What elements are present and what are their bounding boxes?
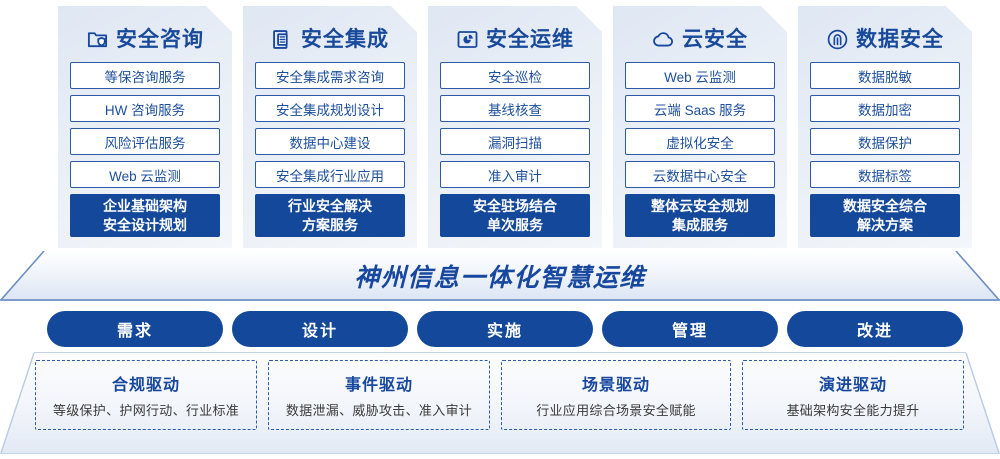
service-column-cloud-security[interactable]: 云安全 Web 云监测 云端 Saas 服务 虚拟化安全 云数据中心安全 整体云… bbox=[613, 6, 787, 248]
column-title: 云安全 bbox=[682, 27, 748, 51]
column-highlight[interactable]: 数据安全综合 解决方案 bbox=[810, 194, 960, 237]
monitor-chart-icon bbox=[456, 28, 479, 51]
service-item[interactable]: 云数据中心安全 bbox=[625, 161, 775, 188]
service-item[interactable]: 数据保护 bbox=[810, 128, 960, 155]
service-item[interactable]: Web 云监测 bbox=[70, 161, 220, 188]
highlight-line-2: 解决方案 bbox=[857, 216, 913, 233]
column-title: 安全咨询 bbox=[116, 27, 204, 51]
service-column-security-consulting[interactable]: 安全咨询 等保咨询服务 HW 咨询服务 风险评估服务 Web 云监测 企业基础架… bbox=[58, 6, 232, 248]
service-item[interactable]: Web 云监测 bbox=[625, 62, 775, 89]
column-header: 安全运维 bbox=[428, 16, 602, 62]
column-items: 等保咨询服务 HW 咨询服务 风险评估服务 Web 云监测 企业基础架构 安全设… bbox=[58, 62, 232, 237]
highlight-line-2: 单次服务 bbox=[487, 216, 543, 233]
driver-title: 合规驱动 bbox=[111, 377, 180, 394]
banner-right-edge bbox=[954, 251, 1000, 301]
highlight-line-2: 安全设计规划 bbox=[103, 216, 187, 233]
driver-subtitle: 基础架构安全能力提升 bbox=[786, 403, 920, 418]
column-items: 安全巡检 基线核查 漏洞扫描 准入审计 安全驻场结合 单次服务 bbox=[428, 62, 602, 237]
service-item[interactable]: 安全集成行业应用 bbox=[255, 161, 405, 188]
driver-subtitle: 数据泄漏、威胁攻击、准入审计 bbox=[285, 403, 473, 418]
column-header: 云安全 bbox=[613, 16, 787, 62]
highlight-line-1: 整体云安全规划 bbox=[651, 197, 749, 214]
driver-compliance[interactable]: 合规驱动 等级保护、护网行动、行业标准 bbox=[35, 360, 257, 430]
column-title: 安全运维 bbox=[486, 27, 574, 51]
service-item[interactable]: 数据标签 bbox=[810, 161, 960, 188]
driver-title: 演进驱动 bbox=[818, 377, 887, 394]
service-column-security-integration[interactable]: 安全集成 安全集成需求咨询 安全集成规划设计 数据中心建设 安全集成行业应用 行… bbox=[243, 6, 417, 248]
highlight-line-2: 方案服务 bbox=[302, 216, 358, 233]
driver-panel: 合规驱动 等级保护、护网行动、行业标准 事件驱动 数据泄漏、威胁攻击、准入审计 … bbox=[0, 352, 1000, 454]
service-item[interactable]: 风险评估服务 bbox=[70, 128, 220, 155]
column-header: 安全咨询 bbox=[58, 16, 232, 62]
service-columns: 安全咨询 等保咨询服务 HW 咨询服务 风险评估服务 Web 云监测 企业基础架… bbox=[0, 0, 1000, 252]
phase-pill-design[interactable]: 设计 bbox=[232, 311, 408, 347]
folder-shield-icon bbox=[86, 28, 109, 51]
service-item[interactable]: 虚拟化安全 bbox=[625, 128, 775, 155]
highlight-line-1: 数据安全综合 bbox=[843, 197, 927, 214]
service-item[interactable]: 数据中心建设 bbox=[255, 128, 405, 155]
phase-pill-implementation[interactable]: 实施 bbox=[417, 311, 593, 347]
column-title: 安全集成 bbox=[301, 27, 389, 51]
driver-list: 合规驱动 等级保护、护网行动、行业标准 事件驱动 数据泄漏、威胁攻击、准入审计 … bbox=[0, 352, 1000, 454]
service-item[interactable]: 等保咨询服务 bbox=[70, 62, 220, 89]
service-item[interactable]: 基线核查 bbox=[440, 95, 590, 122]
copy-documents-icon bbox=[271, 28, 294, 51]
service-item[interactable]: 准入审计 bbox=[440, 161, 590, 188]
service-item[interactable]: 云端 Saas 服务 bbox=[625, 95, 775, 122]
column-header: 安全集成 bbox=[243, 16, 417, 62]
banner-title: 神州信息一体化智慧运维 bbox=[354, 264, 646, 292]
driver-title: 场景驱动 bbox=[581, 377, 650, 394]
highlight-line-1: 行业安全解决 bbox=[288, 197, 372, 214]
driver-title: 事件驱动 bbox=[344, 377, 413, 394]
highlight-line-2: 集成服务 bbox=[672, 216, 728, 233]
banner-left-edge bbox=[0, 251, 46, 301]
platform-banner: 神州信息一体化智慧运维 bbox=[0, 251, 1000, 301]
fingerprint-icon bbox=[826, 28, 849, 51]
highlight-line-1: 企业基础架构 bbox=[103, 197, 187, 214]
driver-panel-edges bbox=[0, 352, 1000, 454]
service-item[interactable]: 漏洞扫描 bbox=[440, 128, 590, 155]
service-item[interactable]: 数据脱敏 bbox=[810, 62, 960, 89]
service-item[interactable]: 数据加密 bbox=[810, 95, 960, 122]
column-header: 数据安全 bbox=[798, 16, 972, 62]
cloud-icon bbox=[652, 28, 675, 51]
driver-scenario[interactable]: 场景驱动 行业应用综合场景安全赋能 bbox=[501, 360, 731, 430]
banner-trapezoid bbox=[0, 251, 1000, 301]
driver-subtitle: 等级保护、护网行动、行业标准 bbox=[52, 403, 240, 418]
column-highlight[interactable]: 行业安全解决 方案服务 bbox=[255, 194, 405, 237]
phase-pill-row: 需求 设计 实施 管理 改进 bbox=[0, 311, 1000, 349]
driver-evolution[interactable]: 演进驱动 基础架构安全能力提升 bbox=[742, 360, 964, 430]
driver-incident[interactable]: 事件驱动 数据泄漏、威胁攻击、准入审计 bbox=[268, 360, 490, 430]
banner-baseline bbox=[0, 299, 1000, 301]
phase-pill-requirement[interactable]: 需求 bbox=[47, 311, 223, 347]
phase-pill-improvement[interactable]: 改进 bbox=[787, 311, 963, 347]
phase-pill-management[interactable]: 管理 bbox=[602, 311, 778, 347]
service-item[interactable]: 安全集成规划设计 bbox=[255, 95, 405, 122]
service-column-security-operations[interactable]: 安全运维 安全巡检 基线核查 漏洞扫描 准入审计 安全驻场结合 单次服务 bbox=[428, 6, 602, 248]
service-column-data-security[interactable]: 数据安全 数据脱敏 数据加密 数据保护 数据标签 数据安全综合 解决方案 bbox=[798, 6, 972, 248]
column-items: 数据脱敏 数据加密 数据保护 数据标签 数据安全综合 解决方案 bbox=[798, 62, 972, 237]
column-items: 安全集成需求咨询 安全集成规划设计 数据中心建设 安全集成行业应用 行业安全解决… bbox=[243, 62, 417, 237]
column-items: Web 云监测 云端 Saas 服务 虚拟化安全 云数据中心安全 整体云安全规划… bbox=[613, 62, 787, 237]
driver-panel-trapezoid bbox=[0, 352, 1000, 454]
service-item[interactable]: 安全集成需求咨询 bbox=[255, 62, 405, 89]
service-item[interactable]: HW 咨询服务 bbox=[70, 95, 220, 122]
column-title: 数据安全 bbox=[856, 27, 944, 51]
driver-subtitle: 行业应用综合场景安全赋能 bbox=[536, 403, 696, 418]
highlight-line-1: 安全驻场结合 bbox=[473, 197, 557, 214]
column-highlight[interactable]: 整体云安全规划 集成服务 bbox=[625, 194, 775, 237]
column-highlight[interactable]: 安全驻场结合 单次服务 bbox=[440, 194, 590, 237]
column-highlight[interactable]: 企业基础架构 安全设计规划 bbox=[70, 194, 220, 237]
service-item[interactable]: 安全巡检 bbox=[440, 62, 590, 89]
